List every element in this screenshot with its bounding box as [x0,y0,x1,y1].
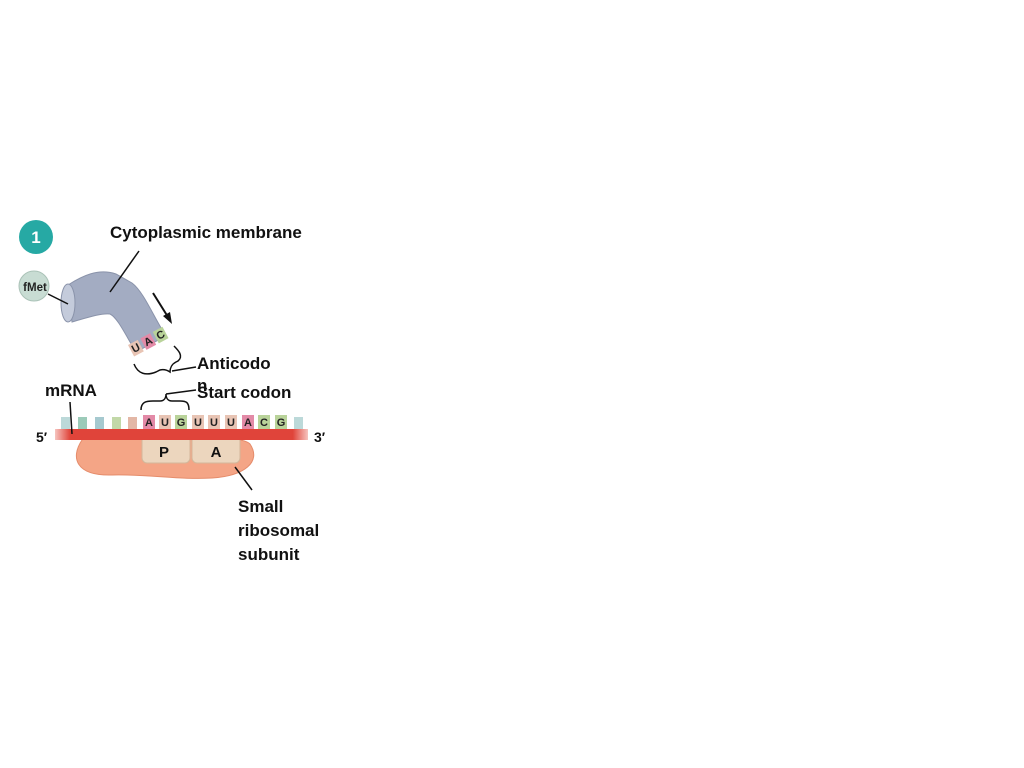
mrna-base-letter: G [277,417,286,429]
step-badge: 1 [19,220,53,254]
mrna-base-letter: U [210,417,218,429]
start-codon-brace [140,393,190,411]
mrna-leader-line [69,401,73,435]
small-subunit-label-line3: subunit [238,545,300,564]
start-codon-label: Start codon [197,383,291,402]
mrna-base: A [242,415,254,429]
mrna-bases: A U G U U U A C [143,415,287,429]
mrna-base: G [275,415,287,429]
mrna-base: U [225,415,237,429]
mrna-strand [55,429,308,440]
trna-end-opening [60,283,76,323]
movement-arrow [152,292,172,324]
anticodon-brace [133,345,182,375]
fmet-label: fMet [23,282,47,294]
anticodon-label-line2: n [197,376,207,395]
mrna-base-letter: U [161,417,169,429]
mrna-base: C [258,415,270,429]
cytoplasmic-membrane-label: Cytoplasmic membrane [110,223,302,242]
anticodon-bases: U A C [128,326,169,357]
fmet-leader [47,293,69,305]
mrna-base: A [143,415,155,429]
mrna-upstream-bases [61,417,303,429]
mrna-base-letter: C [260,417,268,429]
mrna-base: U [208,415,220,429]
anticodon-label-line1: Anticodo [197,354,271,373]
p-site-label: P [159,444,169,461]
anticodon-base: U [128,339,144,357]
mrna-base-letter: A [244,417,252,429]
anticodon-base: A [140,333,157,350]
mrna-base: G [175,415,187,429]
start-codon-leader [165,389,197,395]
mrna-base-letter: U [194,417,202,429]
three-prime-label: 3′ [314,429,326,445]
step-number: 1 [31,228,40,247]
fmet-amino-acid: fMet [18,270,50,302]
a-site-label: A [211,444,222,461]
mrna-base: U [159,415,171,429]
cytoplasmic-membrane-leader [109,250,140,293]
trna [60,271,167,353]
mrna-base-letter: G [177,417,186,429]
small-subunit-leader [234,466,253,491]
small-subunit-label-line2: ribosomal [238,521,319,540]
mrna-base-letter: A [145,417,153,429]
anticodon-leader [171,366,197,372]
mrna-base: U [192,415,204,429]
anticodon-base: C [152,326,169,344]
five-prime-label: 5′ [36,429,48,445]
mrna-label: mRNA [45,381,97,400]
small-subunit-label-line1: Small [238,497,283,516]
mrna-base-letter: U [227,417,235,429]
